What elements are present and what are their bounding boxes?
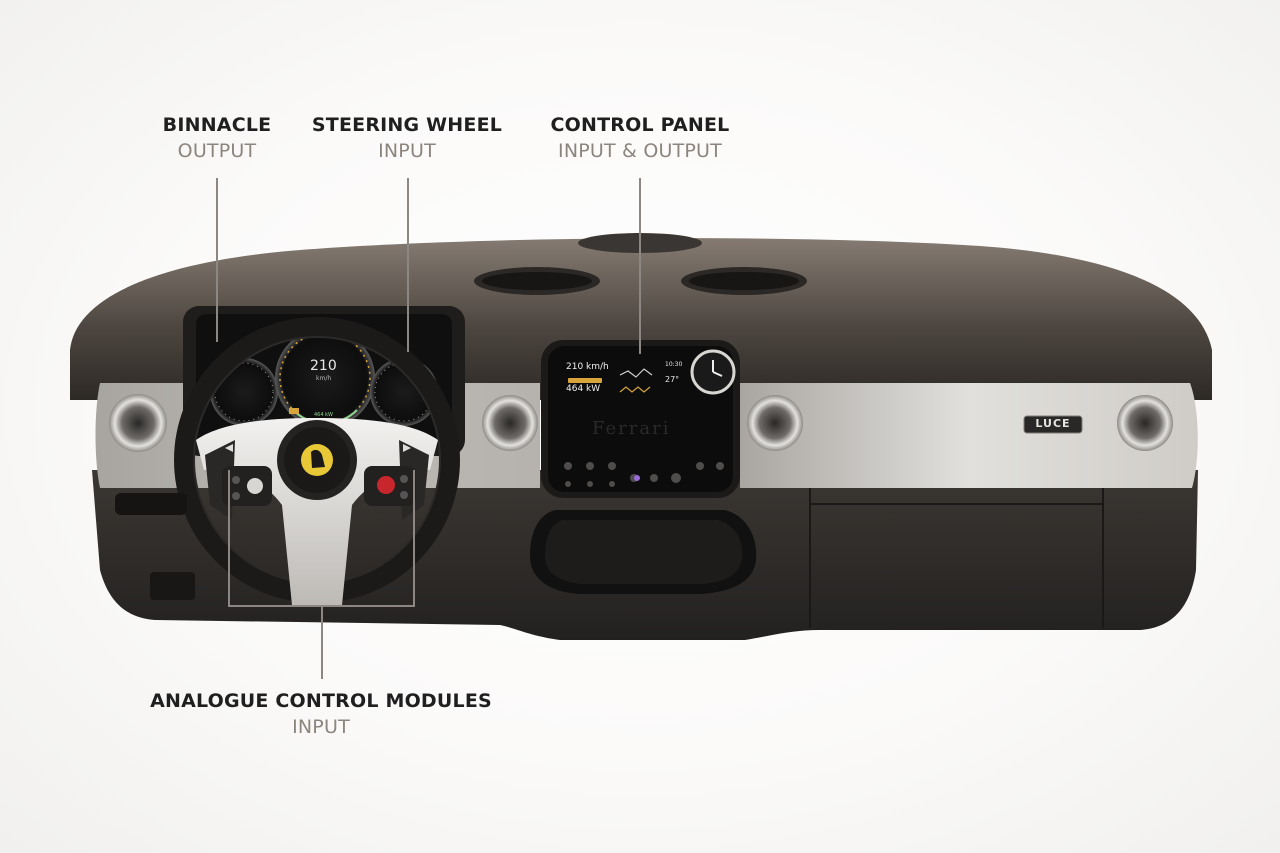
switch-cluster [115, 493, 187, 515]
vent-left [109, 394, 167, 452]
binnacle-power: 464 kW [314, 412, 333, 418]
luce-badge: LUCE [1035, 417, 1071, 430]
binnacle-speed-unit: km/h [316, 375, 332, 382]
binnacle-title: BINNACLE [162, 114, 272, 136]
vent-center-left [482, 395, 538, 451]
modules-box-left [228, 470, 230, 606]
control-panel-subtitle: INPUT & OUTPUT [558, 140, 722, 162]
control-panel-label: CONTROL PANEL INPUT & OUTPUT [535, 112, 745, 164]
gauge-center [275, 328, 375, 428]
panel-time: 10:30 [665, 361, 683, 368]
steering-wheel-title: STEERING WHEEL [311, 114, 503, 136]
steering-wheel-label: STEERING WHEEL INPUT [300, 112, 514, 164]
binnacle-subtitle: OUTPUT [177, 140, 257, 162]
steering-wheel-subtitle: INPUT [378, 140, 436, 162]
analogue-modules-label: ANALOGUE CONTROL MODULES INPUT [150, 688, 492, 740]
panel-speed: 210 km/h [566, 362, 609, 372]
modules-leader-line [321, 605, 323, 679]
luce-badge-plate [1023, 415, 1083, 434]
binnacle-speed: 210 [310, 358, 337, 374]
analogue-modules-title: ANALOGUE CONTROL MODULES [150, 690, 492, 712]
vent-right [1117, 395, 1173, 451]
control-panel-title: CONTROL PANEL [550, 114, 730, 136]
engine-start-button [377, 476, 395, 494]
binnacle-leader-line [216, 178, 218, 342]
vent-center-right [747, 395, 803, 451]
control-panel-leader-line [639, 178, 641, 354]
control-panel-buttons [564, 462, 724, 487]
panel-wordmark: Ferrari [592, 418, 671, 439]
steering-wheel-leader-line [407, 178, 409, 352]
modules-box-right [413, 470, 415, 606]
analogue-modules-subtitle: INPUT [292, 716, 350, 738]
steering-wheel-spokes [196, 418, 438, 605]
binnacle-label: BINNACLE OUTPUT [140, 112, 294, 164]
panel-temp: 27° [665, 375, 680, 384]
panel-power: 464 kW [566, 384, 601, 394]
